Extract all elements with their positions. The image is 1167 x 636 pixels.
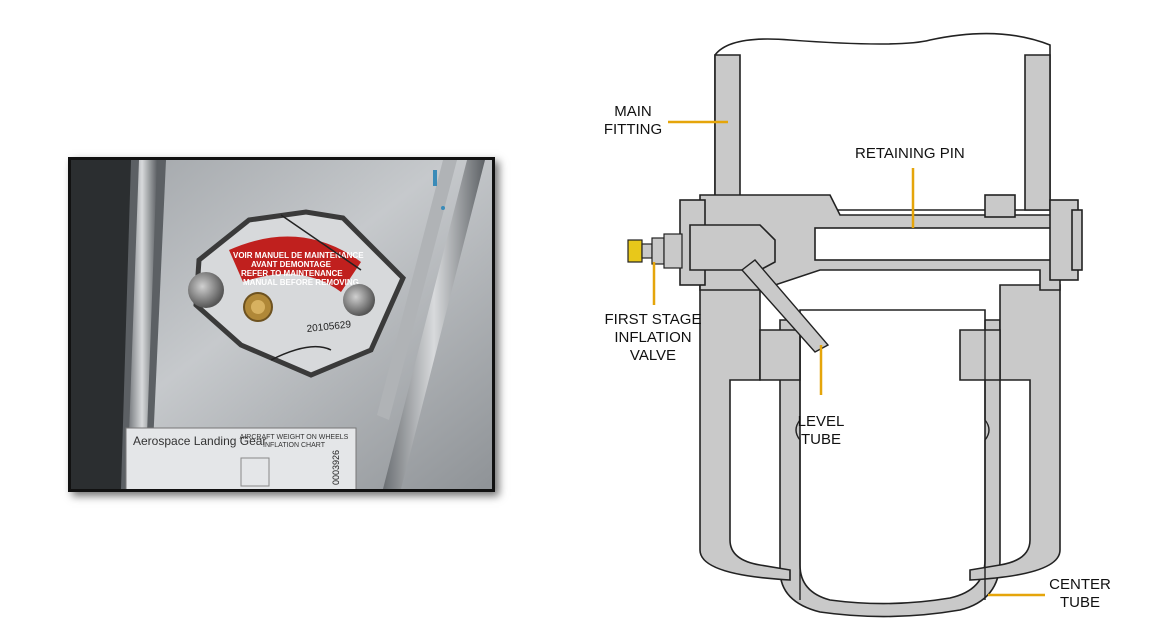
placard-subtitle: AIRCRAFT WEIGHT ON WHEELS INFLATION CHAR… bbox=[239, 434, 349, 449]
warning-line-2: AVANT DEMONTAGE bbox=[251, 260, 332, 269]
label-level-tube-line-1: LEVEL bbox=[797, 413, 845, 430]
label-level-tube: LEVEL TUBE bbox=[795, 413, 847, 449]
warning-line-3: REFER TO MAINTENANCE bbox=[241, 269, 343, 278]
label-first-stage-valve: FIRST STAGE INFLATION VALVE bbox=[601, 311, 705, 365]
retaining-pin-shape bbox=[679, 194, 1083, 291]
landing-gear-photo: VOIR MANUEL DE MAINTENANCE AVANT DEMONTA… bbox=[68, 157, 495, 492]
serial-text: 20105629 bbox=[306, 319, 352, 335]
left-bolt bbox=[188, 272, 224, 308]
placard-number: 0003926 bbox=[331, 450, 341, 485]
warning-label: VOIR MANUEL DE MAINTENANCE AVANT DEMONTA… bbox=[229, 236, 366, 292]
label-retaining-pin: RETAINING PIN bbox=[855, 145, 965, 163]
label-main-fitting-line-2: FITTING bbox=[603, 121, 663, 138]
outer-cylinder bbox=[699, 284, 1061, 581]
label-center-tube-line-1: CENTER bbox=[1049, 576, 1111, 593]
shock-strut-diagram bbox=[627, 32, 1083, 618]
left-pipe bbox=[127, 160, 157, 489]
center-tube-shape bbox=[779, 309, 1001, 618]
label-level-tube-line-2: TUBE bbox=[800, 431, 841, 448]
svg-text:VOIR MANUEL DE MAINTENANCE: VOIR MANUEL DE MAINTENANCE AVANT DEMONTA… bbox=[233, 251, 366, 287]
placard-title: Aerospace Landing Gear bbox=[133, 434, 266, 448]
leader-lines bbox=[652, 120, 1045, 597]
inflation-placard: Aerospace Landing Gear AIRCRAFT WEIGHT O… bbox=[125, 427, 357, 489]
label-retaining-pin-line-1: RETAINING PIN bbox=[855, 145, 965, 162]
label-center-tube: CENTER TUBE bbox=[1048, 576, 1112, 612]
right-pipe bbox=[383, 160, 485, 489]
label-center-tube-line-2: TUBE bbox=[1059, 594, 1100, 611]
label-main-fitting-line-1: MAIN bbox=[614, 103, 652, 120]
warning-line-1: VOIR MANUEL DE MAINTENANCE bbox=[233, 251, 364, 260]
right-bolt bbox=[343, 284, 375, 316]
level-tube-shape bbox=[740, 259, 830, 353]
label-valve-line-3: VALVE bbox=[629, 347, 677, 364]
inflation-valve-shape bbox=[627, 233, 683, 269]
label-main-fitting: MAIN FITTING bbox=[600, 103, 666, 139]
label-valve-line-2: INFLATION bbox=[614, 329, 692, 346]
warning-line-4: MANUAL BEFORE REMOVING bbox=[243, 278, 359, 287]
main-fitting-shape bbox=[714, 32, 1051, 211]
label-valve-line-1: FIRST STAGE bbox=[604, 311, 702, 328]
